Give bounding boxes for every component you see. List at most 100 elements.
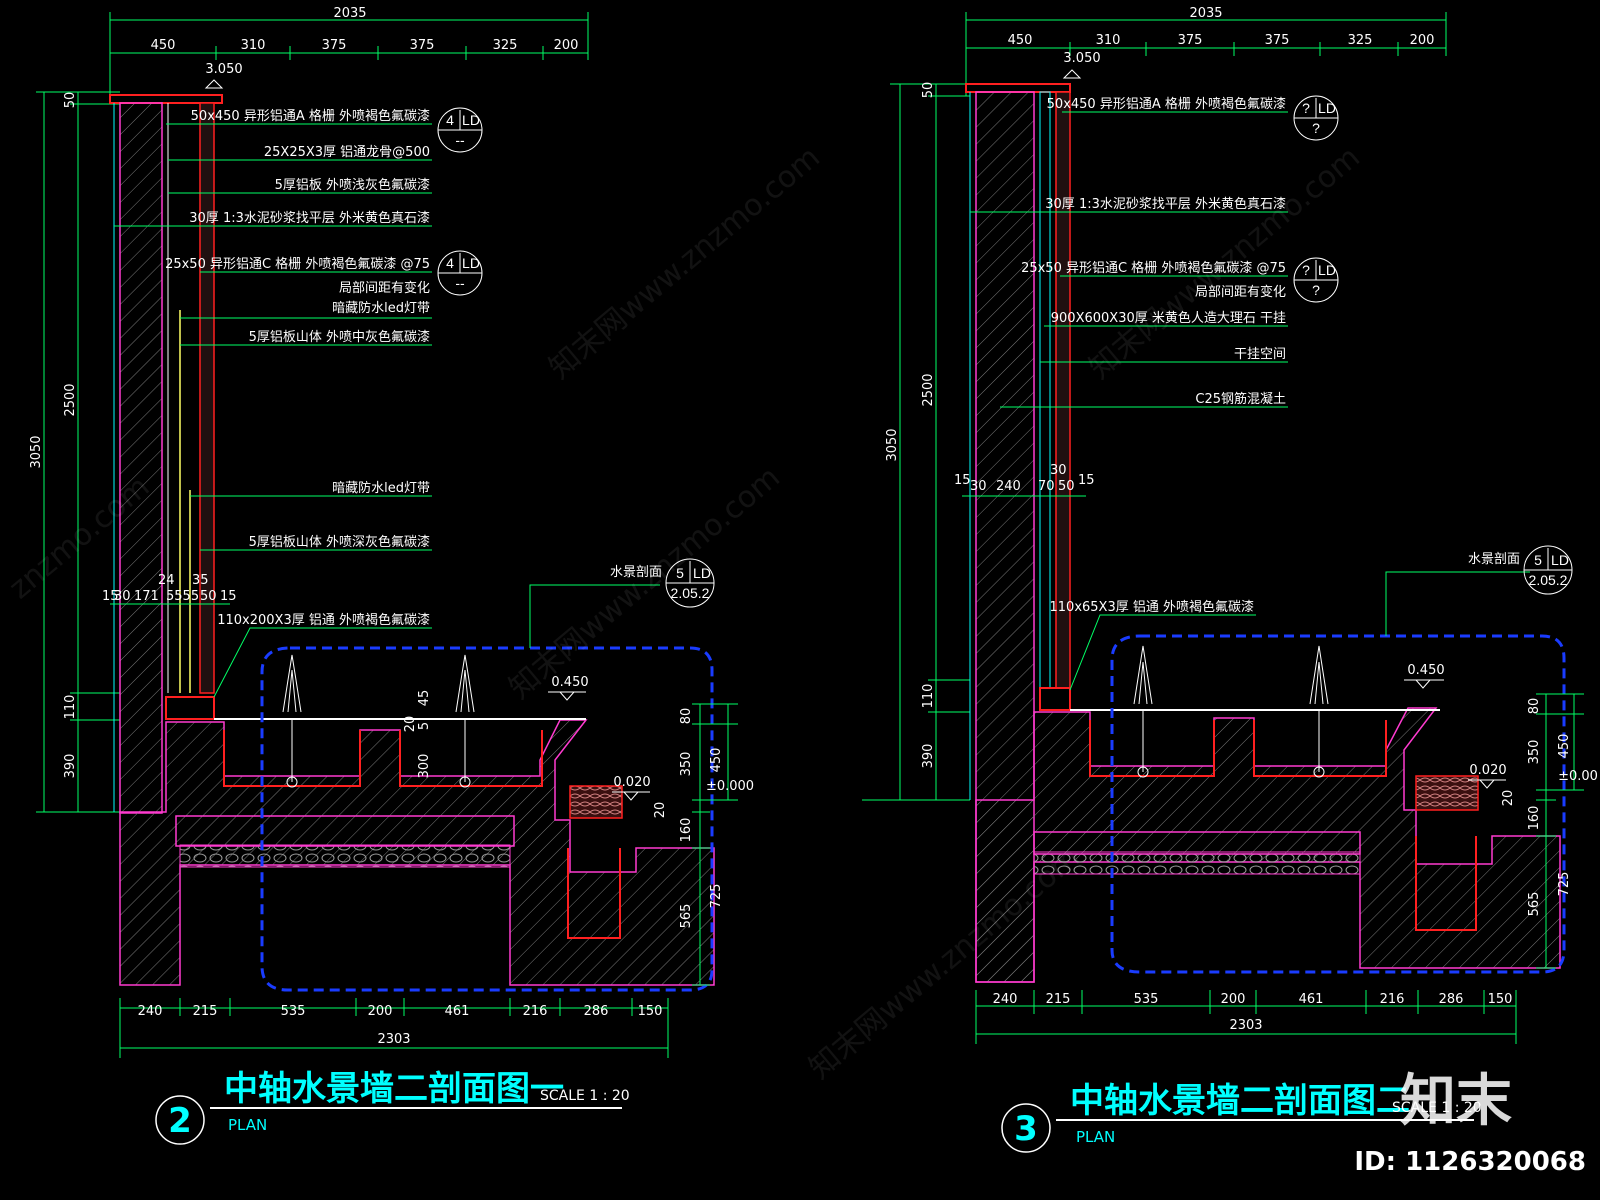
svg-text:171: 171 <box>134 589 159 604</box>
watermark-4: 知末网www.znzmo.com <box>803 840 1087 1086</box>
top-total-dim: 2035 <box>1189 6 1222 21</box>
svg-text:4: 4 <box>446 112 454 128</box>
right-dim-2: 350 <box>1527 740 1542 765</box>
title-circle-right <box>1001 1103 1051 1153</box>
note-1: 50x450 异形铝通A 格栅 外喷褐色氟碳漆 <box>1047 96 1286 112</box>
wall-dims-left: 15 30 171 24 5555 35 50 15 <box>102 573 237 605</box>
title-num-right: 3 <box>1014 1109 1038 1149</box>
bottom-dim-1: 240 <box>138 1004 163 1019</box>
right-dim-1: 80 <box>679 708 694 725</box>
top-dim-4: 375 <box>1265 33 1290 48</box>
bottom-dim-8: 150 <box>638 1004 663 1019</box>
section-outline-left <box>260 646 714 992</box>
bottom-total: 2303 <box>1229 1018 1262 1033</box>
level-marker <box>1062 69 1082 79</box>
inner-dim-2: 20 <box>403 716 418 733</box>
svg-text:LD: LD <box>1551 552 1569 568</box>
right-dim-3: 450 <box>1557 734 1572 759</box>
section-right: 2035 450 310 375 375 325 200 3.050 3050 … <box>862 6 1598 1153</box>
detail-tag-1: 4 LD -- <box>437 107 483 153</box>
detail-tag-2: ? LD ? <box>1293 257 1339 303</box>
fountain-nozzle-2 <box>455 654 475 788</box>
level-marker <box>204 79 224 89</box>
svg-text:30: 30 <box>1050 463 1067 478</box>
top-dim-3: 375 <box>322 38 347 53</box>
wall-cap <box>965 83 1071 93</box>
level-step: 0.020 <box>1469 763 1506 778</box>
svg-text:?: ? <box>1302 100 1310 116</box>
right-dim-4: 20 <box>653 802 668 819</box>
section-tag-left: 5 LD 2.05.2 <box>665 558 715 608</box>
slab-left <box>175 815 515 847</box>
bottom-dim-1: 240 <box>993 992 1018 1007</box>
left-dimensions-left <box>36 91 120 813</box>
top-dim-6: 200 <box>1410 33 1435 48</box>
right-dimensions-right <box>1536 693 1584 969</box>
leader-lines-right <box>970 111 1288 691</box>
svg-text:2.05.2: 2.05.2 <box>671 585 710 601</box>
gravel-layer-right <box>1033 851 1361 875</box>
gravel-layer-left <box>179 844 511 868</box>
grille-panel <box>1055 91 1071 689</box>
svg-text:70: 70 <box>1038 479 1055 494</box>
bottom-dim-7: 286 <box>584 1004 609 1019</box>
brick-step-left <box>569 785 623 819</box>
note-7: C25钢筋混凝土 <box>1195 391 1286 407</box>
svg-text:4: 4 <box>446 255 454 271</box>
svg-text:5555: 5555 <box>166 589 199 604</box>
svg-text:15: 15 <box>954 473 971 488</box>
top-level: 3.050 <box>205 62 242 77</box>
left-total-dim: 3050 <box>885 428 900 461</box>
title-left: 中轴水景墙二剖面图一 <box>224 1069 564 1109</box>
top-dim-1: 450 <box>1008 33 1033 48</box>
bottom-dimensions-right <box>975 990 1517 1044</box>
right-dim-5: 160 <box>1527 806 1542 831</box>
svg-text:50: 50 <box>200 589 217 604</box>
right-dim-1: 80 <box>1527 698 1542 715</box>
right-dim-6: 725 <box>1557 872 1572 897</box>
aluminum-base-profile <box>165 696 215 720</box>
top-dim-2: 310 <box>241 38 266 53</box>
inner-dim-4: 300 <box>417 754 432 779</box>
section-left: 2035 450 310 375 375 325 200 3.050 3050 … <box>29 6 754 1145</box>
left-dim-2: 2500 <box>63 383 78 416</box>
top-total-dim: 2035 <box>333 6 366 21</box>
left-dim-1: 50 <box>921 82 936 99</box>
detail-tag-1: ? LD ? <box>1293 95 1339 141</box>
right-dim-4: 20 <box>1501 790 1516 807</box>
right-dim-6: 725 <box>709 884 724 909</box>
bottom-dimensions-left <box>119 998 669 1058</box>
pool-basin-1 <box>1089 720 1215 777</box>
pool-basin-2 <box>1253 720 1387 777</box>
top-dim-5: 325 <box>493 38 518 53</box>
bottom-dim-2: 215 <box>1046 992 1071 1007</box>
level-pool: 0.450 <box>1407 663 1444 678</box>
bottom-dim-7: 286 <box>1439 992 1464 1007</box>
svg-text:--: -- <box>455 275 465 291</box>
note-1: 50x450 异形铝通A 格栅 外喷褐色氟碳漆 <box>191 108 430 124</box>
level-pool-marker <box>548 691 586 701</box>
top-dimensions-left <box>109 12 589 100</box>
level-pool: 0.450 <box>551 675 588 690</box>
note-5: 900X600X30厚 米黄色人造大理石 干挂 <box>1051 310 1286 326</box>
note-3: 5厚铝板 外喷浅灰色氟碳漆 <box>275 177 430 193</box>
svg-text:LD: LD <box>693 565 711 581</box>
section-label-left: 水景剖面 <box>610 565 662 580</box>
left-dim-3: 110 <box>921 684 936 709</box>
grille-panel <box>199 102 215 694</box>
drain-pit-left <box>567 848 621 939</box>
svg-text:LD: LD <box>462 112 480 128</box>
level-zero: ±0.00 <box>1558 769 1598 784</box>
level-step-marker <box>612 791 650 801</box>
level-zero: ±0.000 <box>706 779 754 794</box>
left-dim-4: 390 <box>921 744 936 769</box>
top-dim-6: 200 <box>554 38 579 53</box>
note-9: 暗藏防水led灯带 <box>332 480 430 496</box>
level-step: 0.020 <box>613 775 650 790</box>
section-label-right: 水景剖面 <box>1468 552 1520 567</box>
note-2: 25X25X3厚 铝通龙骨@500 <box>264 145 430 160</box>
bottom-dim-3: 535 <box>281 1004 306 1019</box>
note-5: 25x50 异形铝通C 格栅 外喷褐色氟碳漆 @75 <box>165 256 430 272</box>
bottom-dim-6: 216 <box>523 1004 548 1019</box>
